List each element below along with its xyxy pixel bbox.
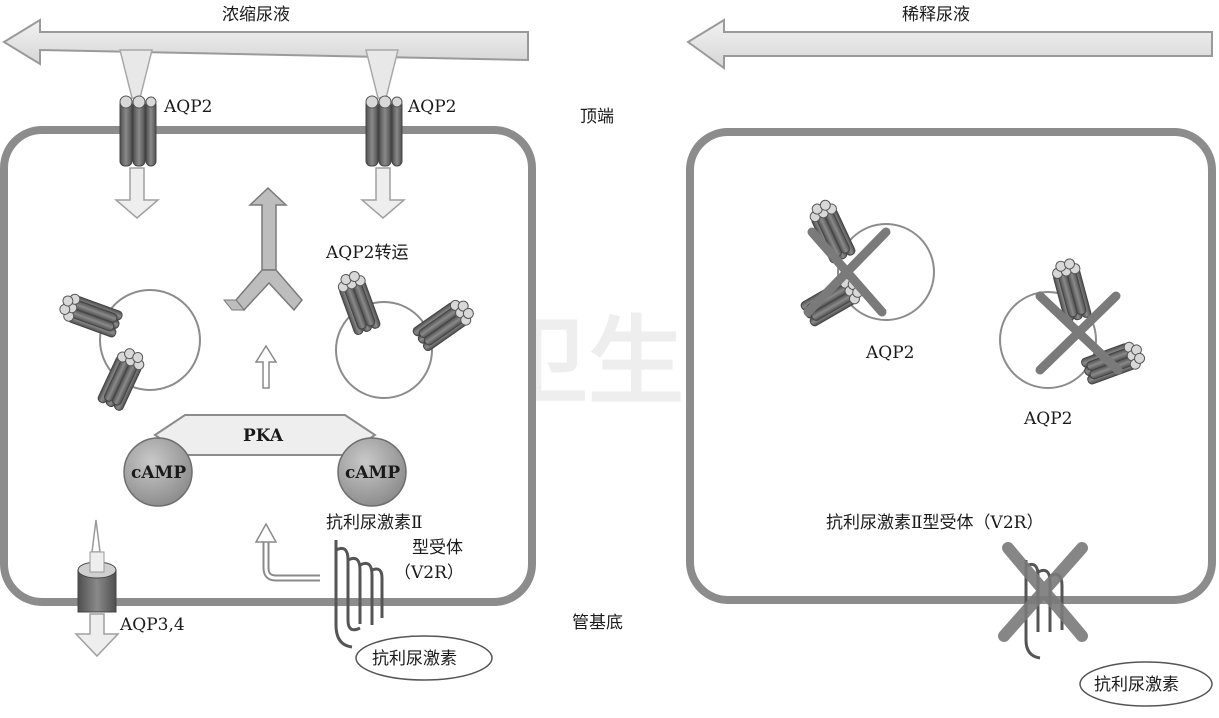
v2r-label-line3: （V2R） [394,563,464,583]
aqp2-label-right: AQP2 [407,97,456,117]
camp-left [123,437,193,507]
funnel-left [119,49,153,99]
camp-right [337,437,407,507]
right-panel: 稀释尿液 AQP2 AQP2 抗利尿激素Ⅱ型受体（V2R） [686,5,1216,707]
funnel-right [365,49,399,99]
cross-mark-b [1035,291,1123,375]
aqp2-transport-label: AQP2转运 [325,243,408,263]
dilute-urine-label: 稀释尿液 [902,5,970,25]
camp-left-label: cAMP [131,463,186,483]
v2r-label-line1: 抗利尿激素Ⅱ [326,513,423,533]
aqp2-vesicle-label-b: AQP2 [1023,409,1072,429]
aqp2-channel-apical-left [119,95,157,167]
apical-label: 顶端 [580,107,614,127]
cross-mark-a [803,227,891,317]
adh-right-label: 抗利尿激素 [1094,675,1179,695]
aqp2-channel-apical-right [365,95,403,167]
pka-label: PKA [243,426,284,446]
vesicle-right [335,301,433,399]
adh-left-ellipse [355,635,493,681]
concentrated-urine-arrow [2,18,529,66]
adh-left-label: 抗利尿激素 [372,649,457,669]
vesicle-left [99,289,201,391]
adh-right-ellipse [1079,661,1213,707]
basolateral-label: 管基底 [572,613,623,633]
v2r-right-label: 抗利尿激素Ⅱ型受体（V2R） [826,513,1043,533]
aqp34-label: AQP3,4 [119,615,185,635]
dilute-urine-arrow [686,18,1213,70]
cross-mark-receptor [998,542,1088,642]
water-in-arrow-left [113,167,161,219]
aqp34-channel [74,519,120,658]
cell-right [686,128,1216,604]
camp-right-label: cAMP [345,463,400,483]
aqp2-label-left: AQP2 [163,97,212,117]
v2r-receptor-left [334,540,384,649]
aqp2-vesicle-label-a: AQP2 [865,343,914,363]
vesicle-right-b [999,291,1097,389]
left-panel: 浓缩尿液 AQP2 AQP2 [0,5,536,681]
v2r-label-line2: 型受体 [412,538,463,558]
signal-arrow-up [254,344,278,389]
aqp2-transport-arrow [222,186,303,312]
water-in-arrow-right [359,167,407,219]
concentrated-urine-label: 浓缩尿液 [222,5,290,25]
vesicle-right-a [837,223,935,321]
